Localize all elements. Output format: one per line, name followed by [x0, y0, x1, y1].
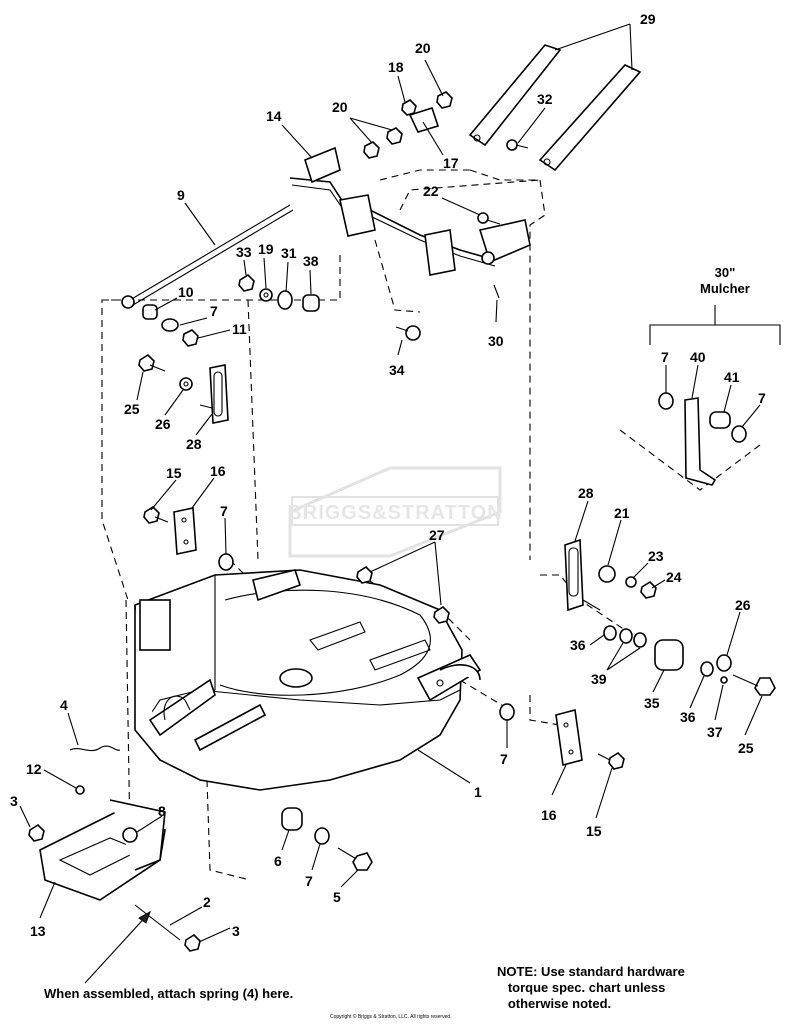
callout-4: 4: [60, 697, 68, 713]
callout-26: 26: [735, 597, 751, 613]
callout-40: 40: [690, 349, 706, 365]
callout-7: 7: [305, 873, 313, 889]
lift-linkage: [121, 146, 531, 309]
callout-9: 9: [177, 187, 185, 203]
mulcher-group-label: 30" Mulcher: [700, 265, 750, 296]
callout-22: 22: [423, 183, 439, 199]
callout-34: 34: [389, 362, 405, 378]
callout-10: 10: [178, 284, 194, 300]
callout-36: 36: [570, 637, 586, 653]
callout-33: 33: [236, 244, 252, 260]
callout-20: 20: [332, 99, 348, 115]
callout-39: 39: [591, 671, 607, 687]
callout-8: 8: [158, 803, 166, 819]
callout-1: 1: [474, 784, 482, 800]
callout-5: 5: [333, 889, 341, 905]
callout-18: 18: [388, 59, 404, 75]
adjust-arms: [468, 44, 642, 172]
callout-7: 7: [220, 503, 228, 519]
callout-numbers: 29 20 18 20 14 17 32 22 9 33 19 31 38 10…: [10, 11, 766, 939]
callout-23: 23: [648, 548, 664, 564]
watermark-text: BRIGGS&STRATTON: [287, 502, 502, 524]
callout-13: 13: [30, 923, 46, 939]
callout-41: 41: [724, 369, 740, 385]
callout-15: 15: [586, 823, 602, 839]
callout-21: 21: [614, 505, 630, 521]
callout-3: 3: [10, 793, 18, 809]
hardware-parts: [28, 91, 776, 952]
callout-7: 7: [210, 303, 218, 319]
callout-32: 32: [537, 91, 553, 107]
callout-28: 28: [186, 436, 202, 452]
callout-14: 14: [266, 108, 282, 124]
callout-16: 16: [210, 463, 226, 479]
callout-29: 29: [640, 11, 656, 27]
callout-36: 36: [680, 709, 696, 725]
callout-7: 7: [661, 349, 669, 365]
callout-31: 31: [281, 245, 297, 261]
callout-27: 27: [429, 527, 445, 543]
callout-25: 25: [738, 740, 754, 756]
copyright-line: Copyright © Briggs & Stratton, LLC. All …: [330, 1014, 452, 1020]
callout-2: 2: [203, 894, 211, 910]
callout-7: 7: [758, 390, 766, 406]
callout-11: 11: [232, 321, 247, 337]
brand-watermark: BRIGGS&STRATTON: [287, 466, 502, 558]
callout-19: 19: [258, 241, 274, 257]
callout-20: 20: [415, 40, 431, 56]
callout-12: 12: [26, 761, 42, 777]
callout-16: 16: [541, 807, 557, 823]
callout-35: 35: [644, 695, 660, 711]
callout-3: 3: [232, 923, 240, 939]
leader-lines: [19, 23, 763, 984]
callout-37: 37: [707, 724, 723, 740]
callout-6: 6: [274, 853, 282, 869]
callout-26: 26: [155, 416, 171, 432]
hardware-note: NOTE: Use standard hardware torque spec.…: [497, 964, 685, 1011]
callout-17: 17: [443, 155, 459, 171]
mower-deck-housing: [134, 569, 482, 791]
callout-38: 38: [303, 253, 319, 269]
callout-24: 24: [666, 569, 682, 585]
callout-25: 25: [124, 401, 140, 417]
callout-28: 28: [578, 485, 594, 501]
callout-15: 15: [166, 465, 182, 481]
callout-30: 30: [488, 333, 504, 349]
assembly-note: When assembled, attach spring (4) here.: [44, 986, 294, 1001]
callout-7: 7: [500, 751, 508, 767]
mulcher-bracket: [649, 305, 781, 345]
